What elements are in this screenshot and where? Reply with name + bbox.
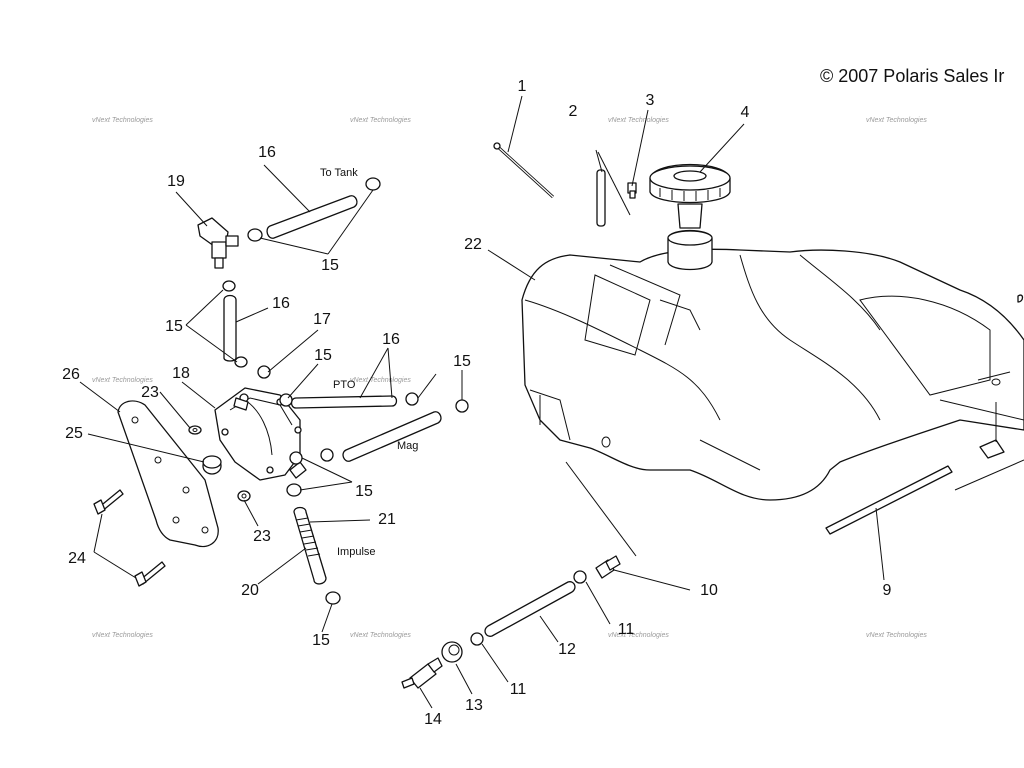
watermark: vNext Technologies — [866, 632, 927, 639]
callout-26: 26 — [62, 366, 80, 383]
callout-23b: 23 — [253, 528, 271, 545]
part-15-clamp — [222, 177, 469, 605]
copyright-text: © 2007 Polaris Sales Ir — [820, 66, 1004, 86]
part-13-grommet — [441, 641, 463, 663]
callout-11b: 11 — [510, 681, 527, 698]
callout-14: 14 — [424, 711, 442, 728]
watermark: vNext Technologies — [350, 632, 411, 639]
callout-25: 25 — [65, 425, 83, 442]
callout-16a: 16 — [258, 144, 276, 161]
part-1-rod — [493, 142, 555, 199]
callout-11a: 11 — [618, 621, 635, 638]
label-pto: PTO — [333, 379, 356, 391]
callout-18: 18 — [172, 365, 190, 382]
callout-15e: 15 — [355, 483, 373, 500]
fuel-tank — [521, 229, 1024, 501]
part-18-fuel-pump — [214, 387, 307, 481]
watermark: vNext Technologies — [608, 632, 669, 639]
leader-lines — [79, 95, 885, 709]
part-24-bolt — [93, 489, 166, 587]
callout-15f: 15 — [312, 632, 330, 649]
label-impulse: Impulse — [337, 546, 376, 558]
watermark: vNext Technologies — [92, 632, 153, 639]
watermark: vNext Technologies — [350, 377, 411, 384]
callout-4: 4 — [741, 104, 750, 121]
callout-1: 1 — [518, 78, 527, 95]
part-25-grommet — [202, 455, 222, 475]
part-3-clip — [627, 182, 637, 199]
callout-15d: 15 — [453, 353, 471, 370]
callout-20: 20 — [241, 582, 259, 599]
callout-19: 19 — [167, 173, 185, 190]
part-16-hose — [223, 195, 442, 462]
label-mag: Mag — [397, 440, 418, 452]
callout-9: 9 — [883, 582, 892, 599]
callout-2: 2 — [569, 103, 578, 120]
part-23-washer — [188, 425, 251, 502]
part-9-strap — [825, 465, 953, 535]
part-4-fuel-cap — [649, 163, 731, 229]
watermark: vNext Technologies — [92, 377, 153, 384]
part-26-bracket — [117, 400, 219, 548]
callout-15a: 15 — [321, 257, 339, 274]
callout-12: 12 — [558, 641, 576, 658]
part-14-valve — [401, 657, 443, 689]
callout-16c: 16 — [382, 331, 400, 348]
part-2-tube — [596, 169, 606, 227]
part-19-fuel-valve — [197, 217, 239, 269]
callout-17: 17 — [313, 311, 331, 328]
callout-22: 22 — [464, 236, 482, 253]
part-11-clamp — [470, 570, 587, 646]
callout-3: 3 — [646, 92, 655, 109]
callout-23a: 23 — [141, 384, 159, 401]
callout-15c: 15 — [314, 347, 332, 364]
callout-21: 21 — [378, 511, 396, 528]
callout-13: 13 — [465, 697, 483, 714]
watermark: vNext Technologies — [350, 117, 411, 124]
part-21-impulse-hose — [293, 506, 327, 585]
part-10-fitting — [595, 555, 621, 579]
callout-15b: 15 — [165, 318, 183, 335]
callout-numbers: 1 2 3 4 22 16 19 15 15 16 17 15 16 15 26… — [62, 78, 891, 728]
watermark: vNext Technologies — [608, 117, 669, 124]
watermark: vNext Technologies — [866, 117, 927, 124]
callout-10: 10 — [700, 582, 718, 599]
part-12-hose — [484, 581, 576, 637]
watermark: vNext Technologies — [92, 117, 153, 124]
label-to-tank: To Tank — [320, 167, 358, 179]
callout-24: 24 — [68, 550, 86, 567]
callout-16b: 16 — [272, 295, 290, 312]
